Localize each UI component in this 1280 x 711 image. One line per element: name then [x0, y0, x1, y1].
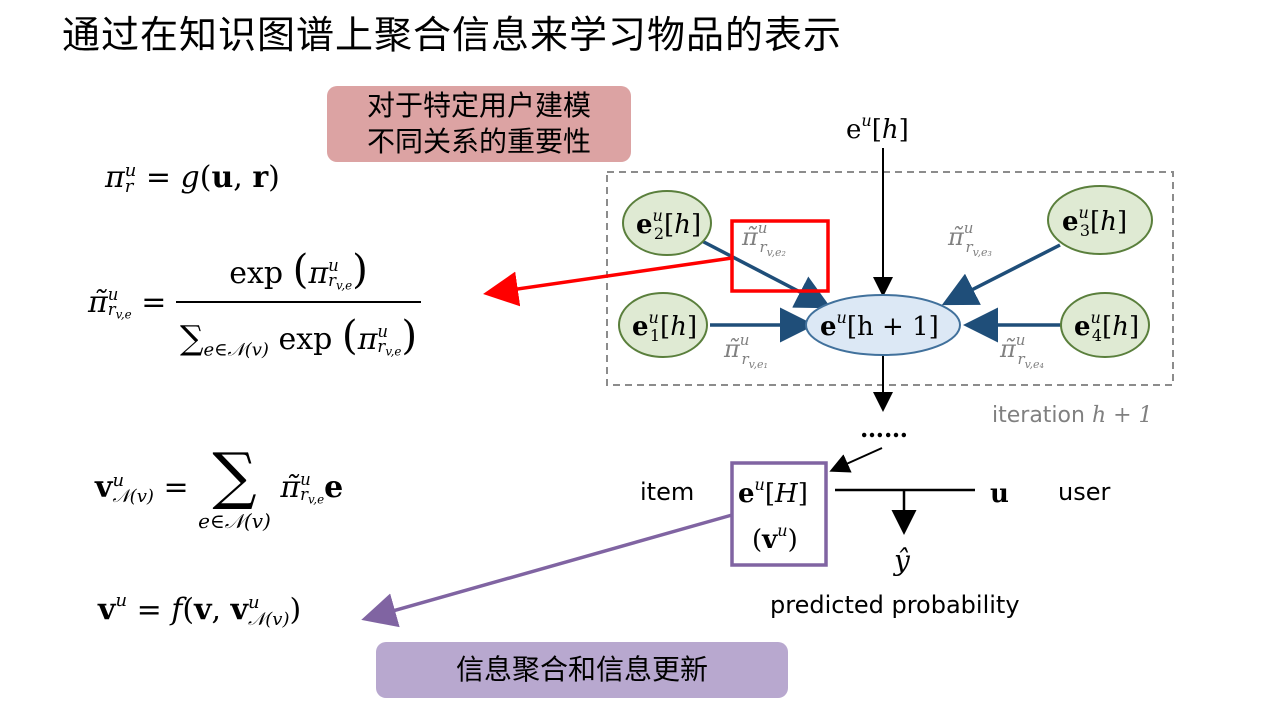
purple-pointer-arrow — [361, 513, 733, 628]
node-center-label: eu[h + 1] — [820, 308, 939, 342]
input-label: eu[h] — [846, 111, 909, 145]
red-pointer-arrow — [483, 256, 733, 307]
arrow-e3 — [941, 243, 1061, 306]
iteration-box — [606, 171, 1174, 386]
node-e3 — [1047, 185, 1153, 255]
iteration-label: iteration h + 1 — [992, 403, 1153, 428]
node-e2 — [622, 190, 712, 256]
item-vector-paren: (vu) — [752, 521, 798, 555]
red-highlight-box — [730, 219, 830, 293]
relation-importance-note: 对于特定用户建模 不同关系的重要性 — [327, 86, 631, 162]
note-line-1: 对于特定用户建模 — [366, 89, 591, 122]
y-hat: ŷ — [892, 544, 911, 577]
slide-title: 通过在知识图谱上聚合信息来学习物品的表示 — [62, 13, 843, 57]
item-vector-box — [730, 461, 828, 567]
aggregation-note: 信息聚合和信息更新 — [376, 642, 788, 698]
user-vector: u — [990, 479, 1009, 509]
node-center — [805, 294, 961, 356]
user-label: user — [1058, 478, 1110, 506]
item-label: item — [640, 478, 694, 506]
arrow-e2 — [699, 238, 832, 309]
node-e1 — [618, 292, 708, 358]
predicted-label: predicted probability — [770, 591, 1020, 619]
note-line-2: 不同关系的重要性 — [366, 125, 591, 158]
ellipsis: …… — [860, 414, 908, 443]
item-vector-label: eu[H] — [738, 475, 808, 509]
node-e4 — [1060, 292, 1150, 358]
ellipsis-arrow — [829, 447, 883, 473]
